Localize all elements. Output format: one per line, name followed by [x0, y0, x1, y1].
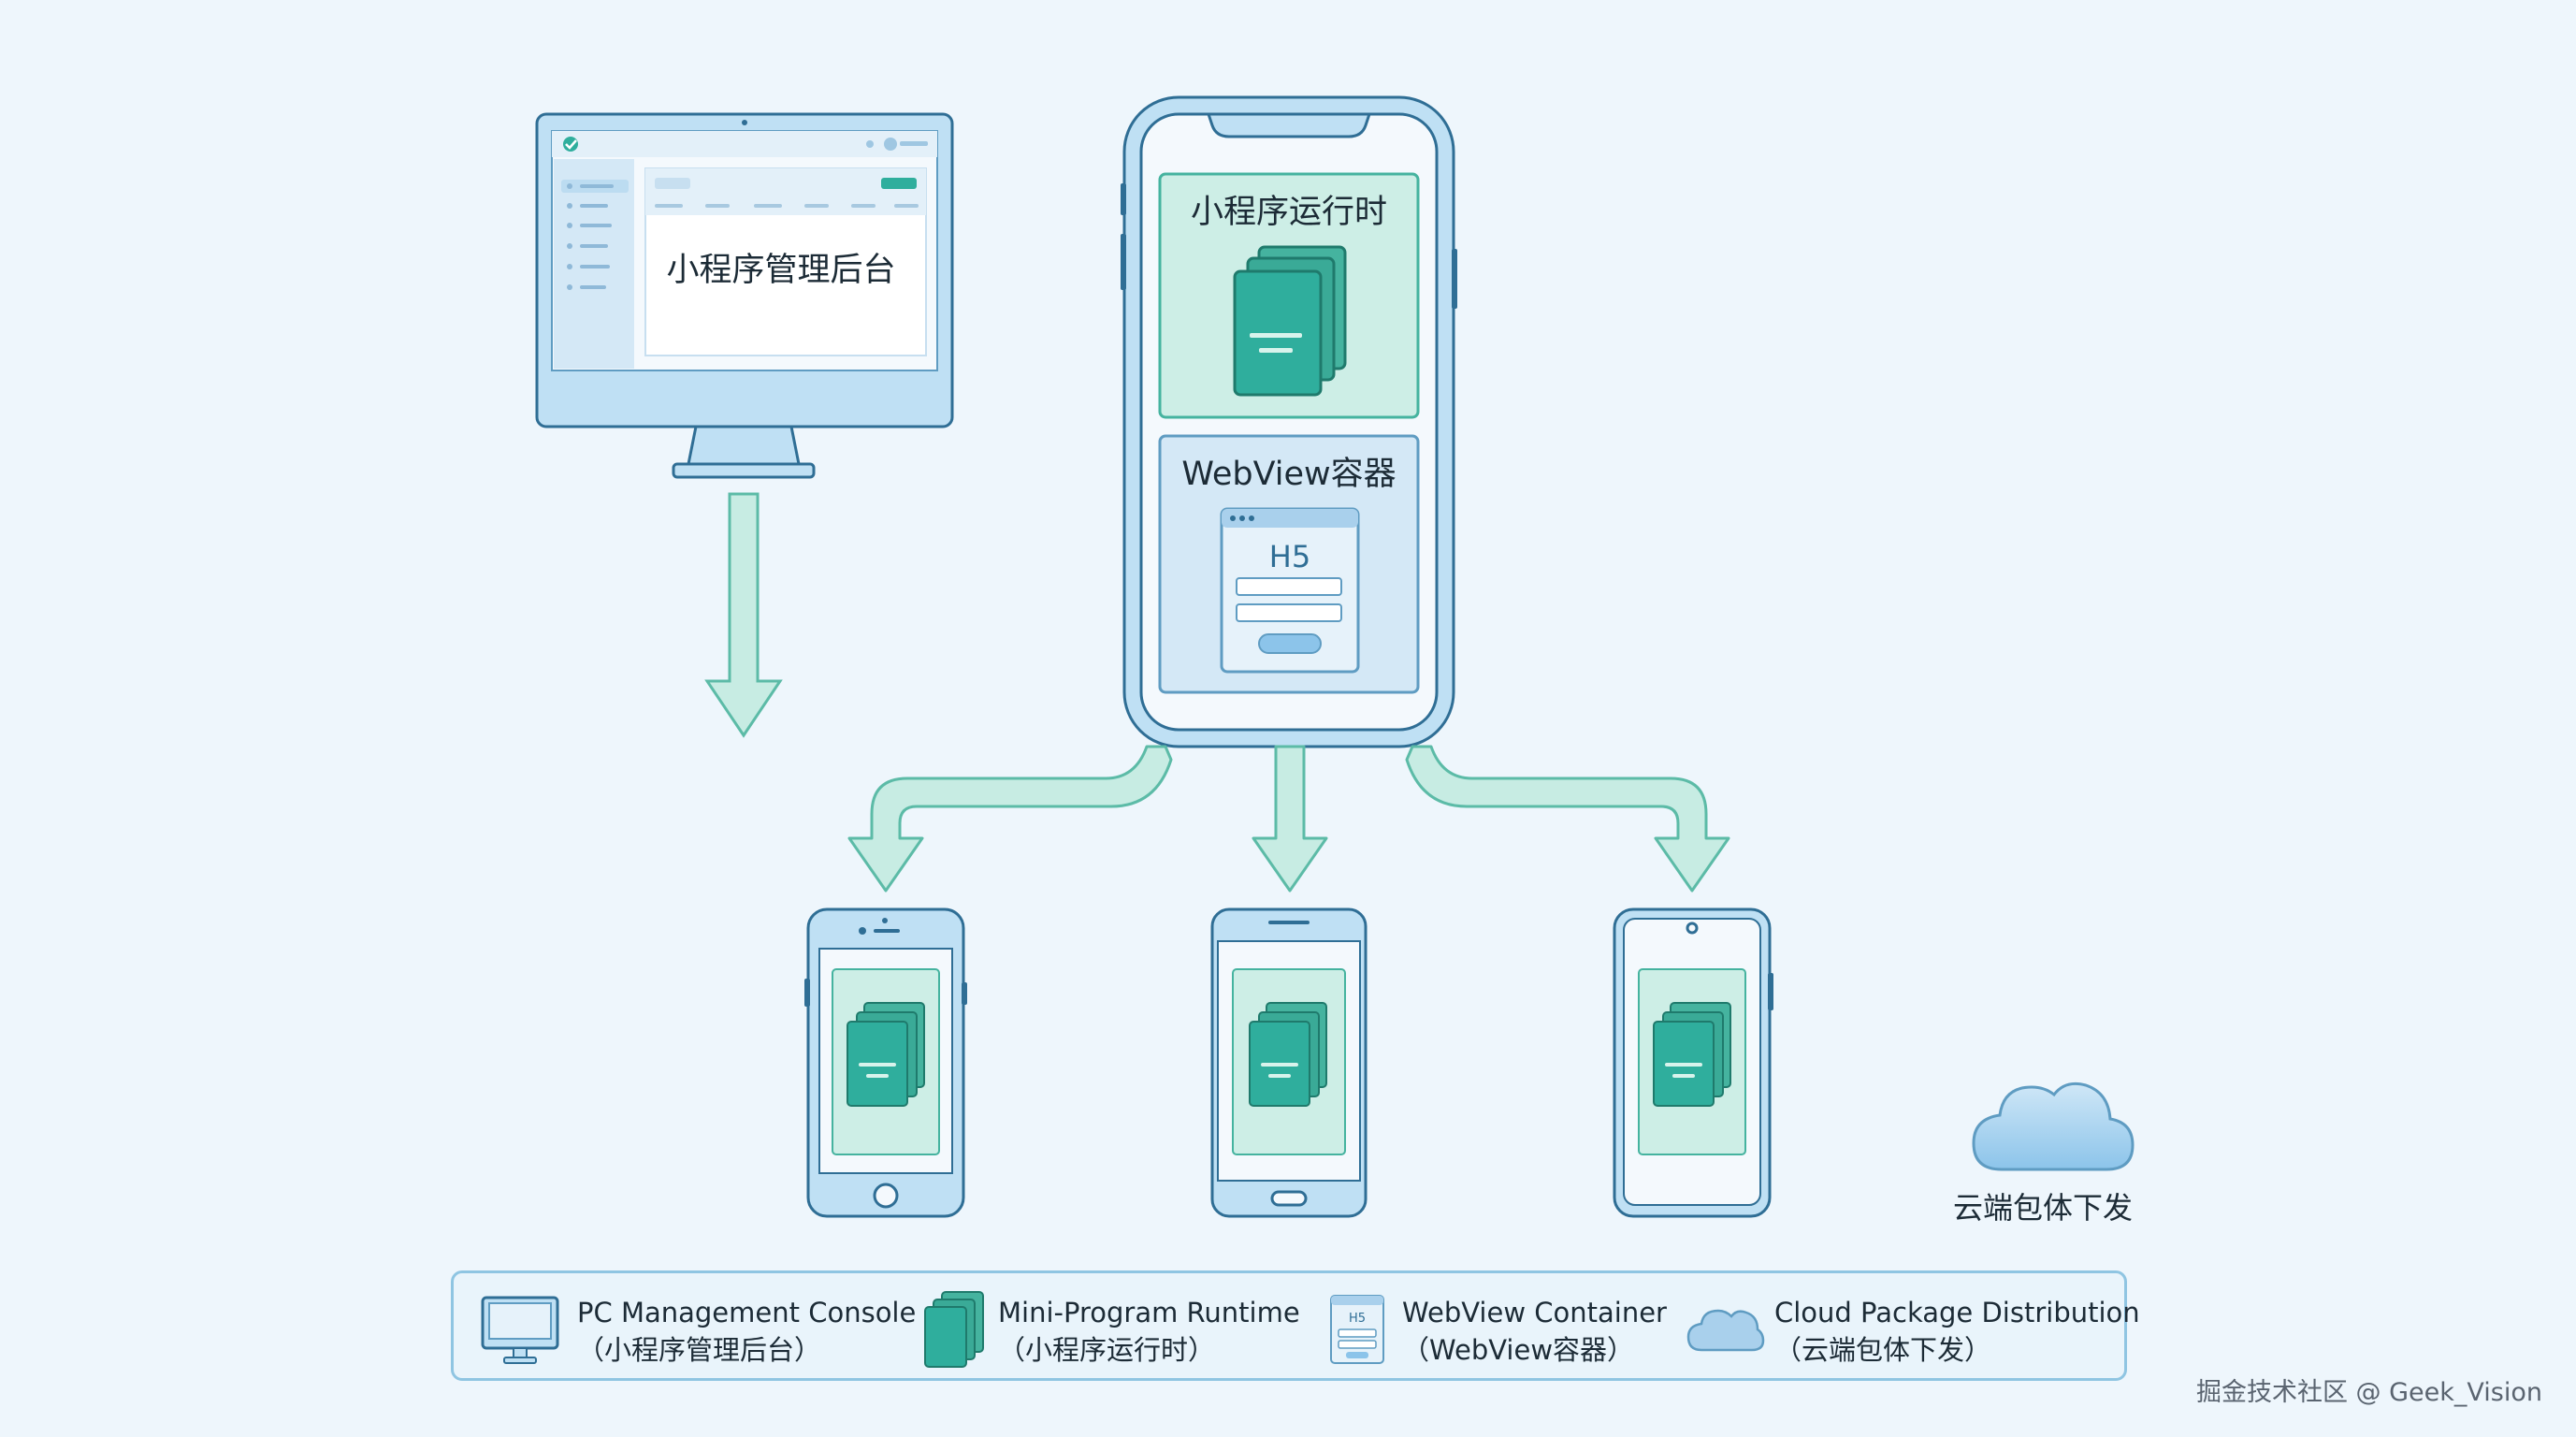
legend-item-webview: H5 WebView Container （WebView容器）	[1327, 1285, 1683, 1371]
distribution-arrows	[847, 745, 1730, 893]
arrow-pc-down	[704, 492, 783, 738]
pc-console-monitor: 小程序管理后台	[535, 112, 954, 479]
stacked-cards-icon	[1233, 245, 1347, 397]
monitor-icon	[481, 1296, 559, 1364]
legend-item-cloud: Cloud Package Distribution （云端包体下发）	[1685, 1285, 2140, 1371]
cloud-label: 云端包体下发	[1953, 1190, 2133, 1226]
legend-pc-console-en: PC Management Console	[577, 1297, 917, 1328]
device-phone-3	[1613, 907, 1773, 1218]
legend-cloud-zh: （云端包体下发）	[1774, 1334, 1992, 1366]
legend-item-pc-console: PC Management Console （小程序管理后台）	[480, 1285, 916, 1371]
legend-webview-en: WebView Container	[1402, 1297, 1667, 1328]
pc-console-label: 小程序管理后台	[666, 252, 895, 289]
cloud-icon	[1972, 1081, 2135, 1171]
device-phone-2	[1210, 907, 1368, 1218]
legend-runtime-en: Mini-Program Runtime	[998, 1297, 1300, 1328]
legend-webview-zh: （WebView容器）	[1402, 1334, 1635, 1366]
stacked-cards-icon	[924, 1291, 984, 1368]
watermark: 掘金技术社区 @ Geek_Vision	[2195, 1378, 2542, 1407]
legend-runtime-zh: （小程序运行时）	[998, 1334, 1216, 1366]
h5-label: H5	[1269, 539, 1310, 574]
h5-page-icon: H5	[1220, 507, 1360, 674]
main-phone: 小程序运行时 WebView容器 H5	[1121, 95, 1457, 748]
h5-page-icon: H5	[1330, 1295, 1384, 1364]
cloud-icon	[1686, 1309, 1765, 1352]
device-phone-1	[804, 907, 967, 1218]
webview-label: WebView容器	[1181, 456, 1396, 493]
legend: PC Management Console （小程序管理后台） Mini-Pro…	[451, 1270, 2140, 1381]
legend-pc-console-zh: （小程序管理后台）	[577, 1334, 822, 1366]
legend-item-runtime: Mini-Program Runtime （小程序运行时）	[921, 1285, 1314, 1371]
runtime-label: 小程序运行时	[1191, 194, 1387, 231]
svg-text:H5: H5	[1349, 1312, 1366, 1326]
legend-cloud-en: Cloud Package Distribution	[1774, 1297, 2140, 1328]
